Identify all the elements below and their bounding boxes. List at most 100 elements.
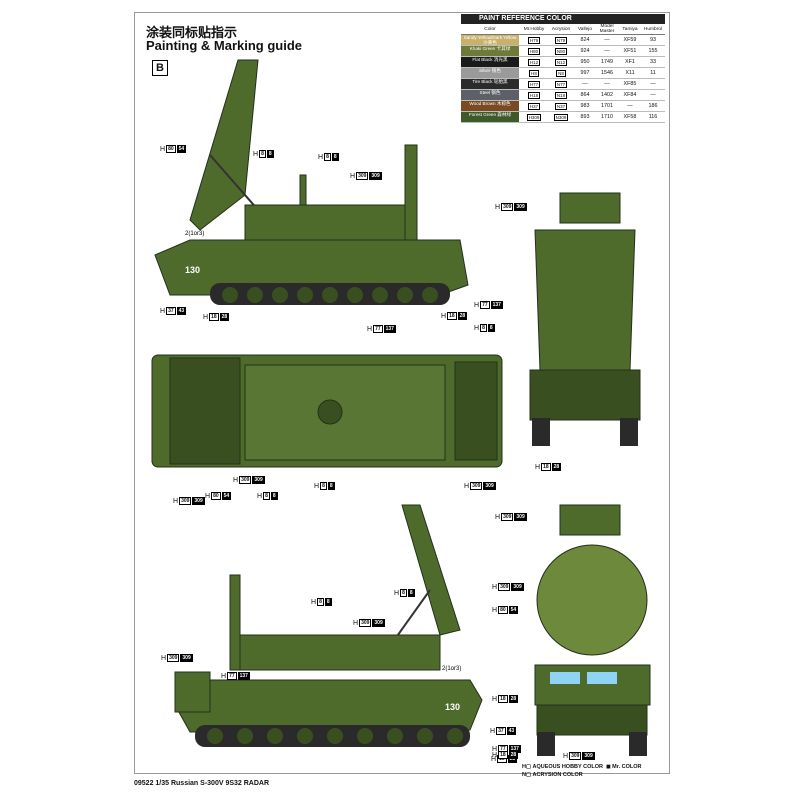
paint-cell-acry: N309 (553, 114, 569, 121)
paint-cell-humbrol: 116 (648, 114, 658, 120)
callout-mrcolor-code: 28 (551, 463, 562, 471)
front-view (529, 192, 641, 446)
callout-prefix: H (464, 482, 470, 490)
paint-cell-mm: 1710 (601, 114, 613, 120)
legend-mrcolor: Mr. COLOR (612, 764, 642, 770)
paint-cell-h: H309 (526, 114, 542, 121)
callout-prefix: H (353, 619, 359, 627)
callout-prefix: H (490, 727, 496, 735)
paint-cell-mm: 1749 (601, 59, 613, 65)
paint-cell-tamiya: XF85 (623, 81, 637, 87)
callout-mrcolor-code: 28 (508, 751, 519, 759)
paint-cell-h: H79 (527, 37, 541, 44)
paint-table-title: PAINT REFERENCE COLOR (461, 14, 665, 24)
callout-hobby-code: 8 (324, 153, 331, 161)
callout-mrcolor-code: 43 (176, 307, 187, 315)
paint-cell-humbrol: 155 (648, 48, 658, 54)
callout-prefix: H (495, 203, 501, 211)
callout-mrcolor-code: 54 (221, 492, 232, 500)
paint-swatch: Flat Black 消光黑 (461, 57, 519, 67)
callout-mrcolor-code: 28 (457, 312, 468, 320)
paint-cell-tamiya: XF51 (623, 48, 637, 54)
paint-swatch: Khaki Green 卡其绿 (461, 46, 519, 56)
callout-mrcolor-code: 309 (369, 172, 382, 180)
callout-prefix: H (257, 492, 263, 500)
callout-hobby-code: 8 (317, 598, 324, 606)
callout-prefix: H (491, 755, 497, 763)
legend-mr-icon: ◼ (606, 764, 611, 770)
paint-cell-tamiya: XF58 (623, 114, 637, 120)
color-legend: H▢ AQUEOUS HOBBY COLOR ◼ Mr. COLOR N▢ AC… (522, 764, 642, 780)
paint-cell-mm: 1701 (601, 103, 613, 109)
paint-cell-vallejo: 864 (580, 92, 590, 98)
callout-mrcolor-code: 309 (514, 513, 527, 521)
paint-cell-acry: N12 (554, 59, 568, 66)
paint-cell-mm: — (604, 48, 610, 54)
callout-prefix: H (441, 312, 447, 320)
callout-hobby-code: 18 (541, 463, 551, 471)
col-color: Color (484, 27, 496, 32)
col-mrhobby: Mr.Hobby (523, 27, 545, 32)
callout-prefix: H (474, 324, 480, 332)
paint-cell-vallejo: 950 (580, 59, 590, 65)
legend-h-icon: H▢ (522, 764, 532, 770)
paint-cell-h: H80 (527, 48, 541, 55)
paint-cell-mm: 1546 (601, 70, 613, 76)
paint-cell-mm: 1402 (601, 92, 613, 98)
paint-cell-vallejo: 983 (580, 103, 590, 109)
callout-hobby-code: 77 (480, 301, 490, 309)
paint-cell-acry: N79 (554, 37, 568, 44)
paint-swatch: Forest Green 森林绿 (461, 112, 519, 122)
callout-hobby-code: 309 (179, 497, 192, 505)
col-modelmaster: Model Master (599, 24, 615, 34)
callout-hobby-code: 37 (166, 307, 176, 315)
callout-mrcolor-code: 137 (237, 672, 250, 680)
callout-mrcolor-code: 309 (511, 583, 524, 591)
paint-cell-humbrol: 186 (648, 103, 658, 109)
paint-cell-acry: N37 (554, 103, 568, 110)
callout-mrcolor-code: 8 (324, 598, 332, 606)
callout-hobby-code: 8 (400, 589, 407, 597)
callout-mrcolor-code: 8 (331, 153, 339, 161)
callout-hobby-code: 8 (263, 492, 270, 500)
paint-cell-tamiya: X11 (625, 70, 635, 76)
callout-mrcolor-code: 309 (180, 654, 193, 662)
callout-mrcolor-code: 8 (270, 492, 278, 500)
paint-cell-humbrol: — (650, 92, 656, 98)
callout-mrcolor-code: 28 (219, 313, 230, 321)
paint-swatch: Sandy Yellow/Dark Yellow 沙黄色 (461, 35, 519, 45)
title-chinese: 涂装同标贴指示 (146, 25, 238, 40)
paint-table-header: Color Mr.Hobby Acrysion Vallejo Model Ma… (461, 24, 665, 35)
callout-mrcolor-code: 28 (508, 695, 519, 703)
paint-cell-h: H37 (527, 103, 541, 110)
hull-number-2: 130 (445, 702, 460, 712)
paint-cell-h: H8 (529, 70, 539, 77)
paint-swatch: Wood Brown 木棕色 (461, 101, 519, 111)
callout-mrcolor-code: 309 (483, 482, 496, 490)
callout-prefix: H (492, 751, 498, 759)
title-english: Painting & Marking guide (146, 38, 303, 53)
callout-hobby-code: 309 (356, 172, 369, 180)
callout-hobby-code: 309 (501, 203, 514, 211)
callout-prefix: H (203, 313, 209, 321)
callout-prefix: H (205, 492, 211, 500)
paint-cell-vallejo: — (582, 81, 588, 87)
paint-cell-vallejo: 893 (580, 114, 590, 120)
paint-cell-humbrol: 11 (650, 70, 656, 76)
rear-view (534, 504, 651, 756)
col-humbrol: Humbrol (643, 27, 663, 32)
